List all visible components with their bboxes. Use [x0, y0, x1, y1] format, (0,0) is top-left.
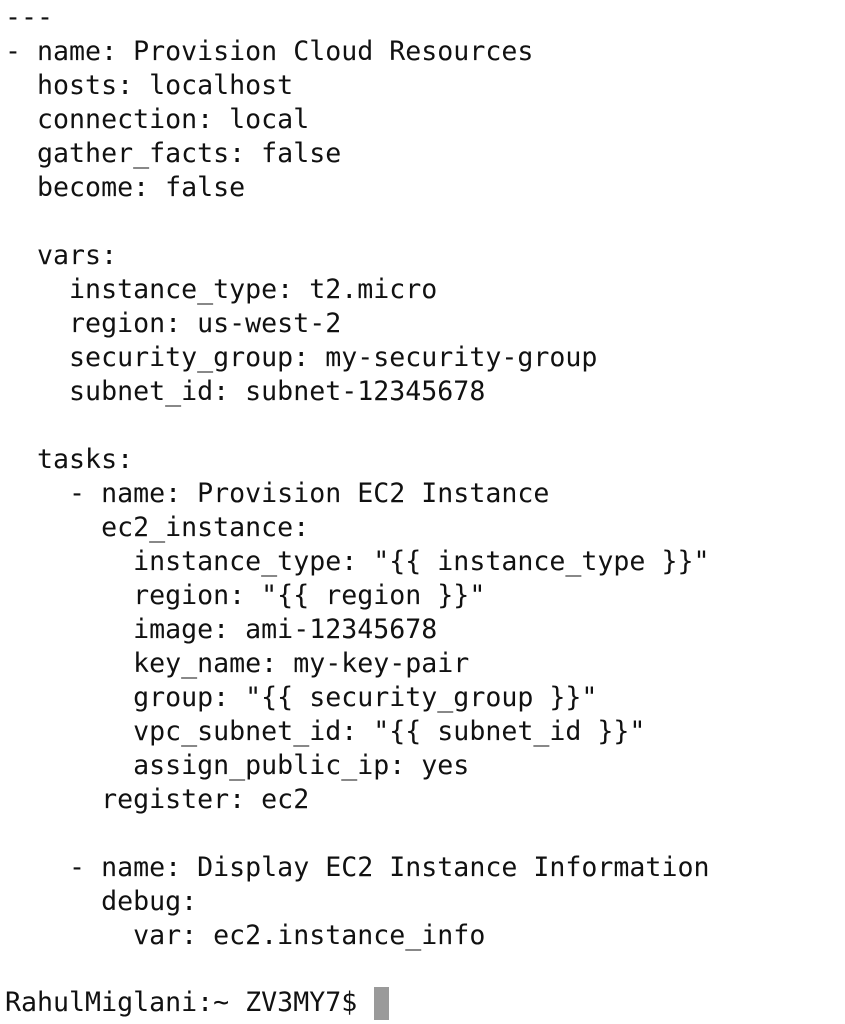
terminal-line: - name: Provision Cloud Resources	[5, 36, 534, 67]
terminal-line: instance_type: "{{ instance_type }}"	[5, 546, 710, 577]
text-cursor	[374, 986, 390, 1020]
terminal-line: instance_type: t2.micro	[5, 274, 438, 305]
terminal-line: vpc_subnet_id: "{{ subnet_id }}"	[5, 716, 646, 747]
terminal-line: security_group: my-security-group	[5, 342, 598, 373]
terminal-line: ec2_instance:	[5, 512, 310, 543]
terminal-line: - name: Display EC2 Instance Information	[5, 852, 710, 883]
terminal-line: group: "{{ security_group }}"	[5, 682, 598, 713]
terminal-line: var: ec2.instance_info	[5, 920, 486, 951]
shell-prompt-line[interactable]: RahulMiglani:~ ZV3MY7$	[5, 986, 390, 1020]
terminal-line: debug:	[5, 886, 198, 917]
terminal-line: image: ami-12345678	[5, 614, 438, 645]
terminal-line: key_name: my-key-pair	[5, 648, 470, 679]
terminal-line	[5, 817, 709, 851]
terminal-line: assign_public_ip: yes	[5, 750, 470, 781]
terminal-line: vars:	[5, 240, 118, 271]
terminal-line: connection: local	[5, 104, 310, 135]
terminal-line: tasks:	[5, 444, 134, 475]
shell-prompt: RahulMiglani:~ ZV3MY7$	[5, 987, 374, 1018]
terminal-line: become: false	[5, 172, 246, 203]
terminal-line: gather_facts: false	[5, 138, 342, 169]
terminal-line: subnet_id: subnet-12345678	[5, 376, 486, 407]
terminal-output: ---- name: Provision Cloud Resources hos…	[5, 1, 709, 953]
terminal-line: region: "{{ region }}"	[5, 580, 486, 611]
terminal-line	[5, 409, 709, 443]
terminal-line: region: us-west-2	[5, 308, 342, 339]
terminal-line	[5, 205, 709, 239]
terminal-line: register: ec2	[5, 784, 310, 815]
terminal-line: ---	[5, 2, 54, 33]
terminal-line: hosts: localhost	[5, 70, 294, 101]
terminal-line: - name: Provision EC2 Instance	[5, 478, 550, 509]
